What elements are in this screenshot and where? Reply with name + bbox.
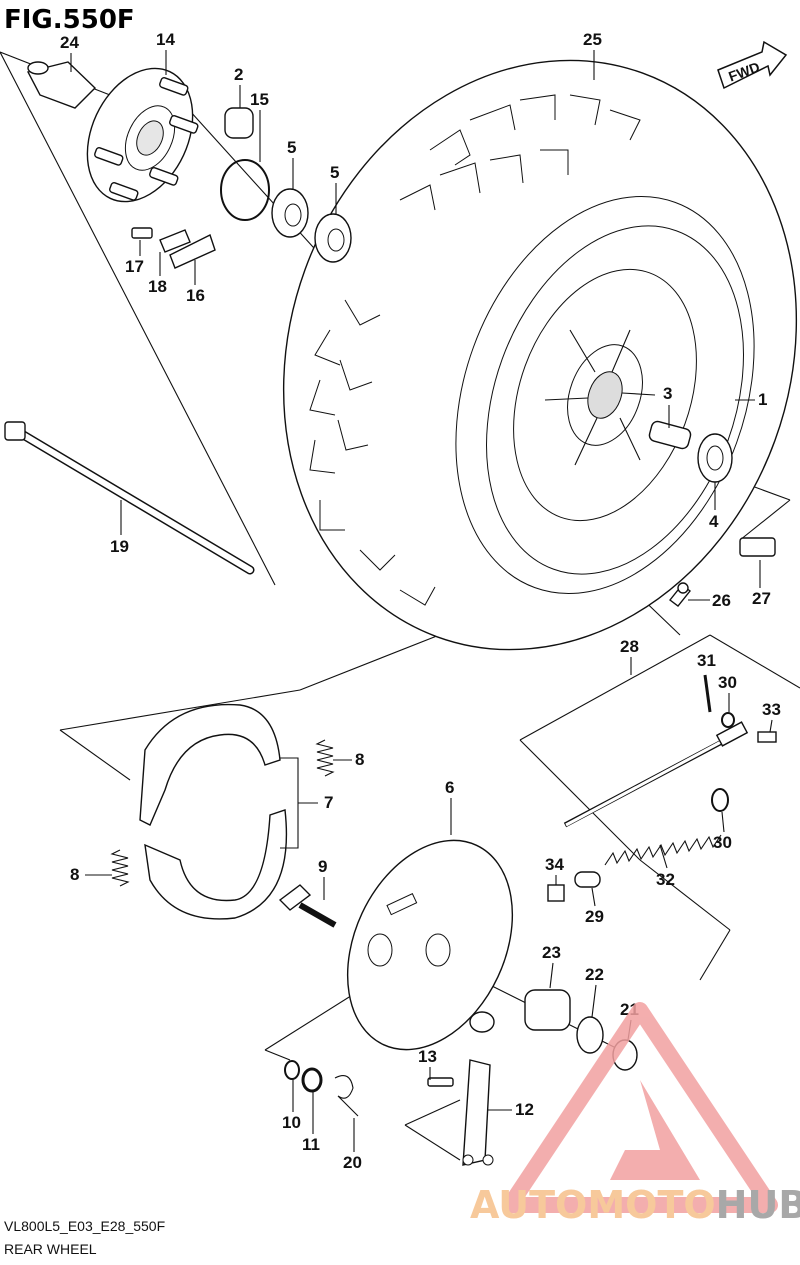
brake-shoe-upper bbox=[139, 703, 281, 826]
callout-33: 33 bbox=[762, 700, 781, 719]
figure-code: VL800L5_E03_E28_550F bbox=[4, 1218, 165, 1234]
callout-20: 20 bbox=[343, 1153, 362, 1172]
callout-29: 29 bbox=[585, 907, 604, 926]
bolt-13 bbox=[427, 1077, 454, 1087]
rear-bearing bbox=[697, 433, 733, 483]
callout-25: 25 bbox=[583, 30, 602, 49]
hub-sleeve bbox=[26, 61, 96, 109]
callout-10: 10 bbox=[282, 1113, 301, 1132]
washer-30-b bbox=[711, 788, 729, 812]
brake-camshaft bbox=[278, 884, 337, 928]
callout-23: 23 bbox=[542, 943, 561, 962]
brake-panel bbox=[346, 839, 514, 1051]
callout-5b: 5 bbox=[330, 163, 339, 182]
callout-26: 26 bbox=[712, 591, 731, 610]
brake-spring-32 bbox=[604, 834, 722, 866]
callout-24: 24 bbox=[60, 33, 79, 52]
shoe-spring-b bbox=[110, 849, 130, 887]
callout-32: 32 bbox=[656, 870, 675, 889]
callout-30a: 30 bbox=[718, 673, 737, 692]
callout-14: 14 bbox=[156, 30, 175, 49]
callout-16: 16 bbox=[186, 286, 205, 305]
plate-16 bbox=[169, 234, 216, 269]
hub-bearing-b bbox=[314, 213, 352, 263]
callout-9: 9 bbox=[318, 857, 327, 876]
o-ring bbox=[220, 159, 270, 221]
callout-8a: 8 bbox=[355, 750, 364, 769]
spring-20 bbox=[334, 1075, 359, 1117]
figure-title: FIG.550F bbox=[4, 5, 135, 35]
wheel-damper bbox=[224, 107, 254, 139]
watermark-brand: AUTOMOTOHUB bbox=[470, 1183, 800, 1227]
brake-rod bbox=[563, 721, 749, 828]
shoe-spring-a bbox=[315, 739, 335, 777]
joint-29 bbox=[574, 871, 601, 888]
callout-31: 31 bbox=[697, 651, 716, 670]
rear-tire bbox=[282, 59, 798, 651]
callout-3: 3 bbox=[663, 384, 672, 403]
pin-33 bbox=[757, 731, 777, 743]
callout-1: 1 bbox=[758, 390, 767, 409]
callout-34: 34 bbox=[545, 855, 564, 874]
nut-34 bbox=[547, 884, 565, 902]
washer-10 bbox=[284, 1060, 300, 1080]
callout-17: 17 bbox=[125, 257, 144, 276]
wheel-collar bbox=[648, 420, 692, 450]
callout-18: 18 bbox=[148, 277, 167, 296]
callout-22: 22 bbox=[585, 965, 604, 984]
callout-2: 2 bbox=[234, 65, 243, 84]
washer-11 bbox=[301, 1067, 323, 1093]
sprocket-hub bbox=[86, 67, 199, 203]
watermark-logo: AUTOMOTOHUB bbox=[470, 1002, 800, 1227]
figure-name: REAR WHEEL bbox=[4, 1241, 97, 1257]
tire-valve bbox=[669, 582, 691, 607]
brake-shoe-lower bbox=[144, 809, 288, 920]
spacer-23 bbox=[524, 989, 571, 1031]
callout-5a: 5 bbox=[287, 138, 296, 157]
callout-15: 15 bbox=[250, 90, 269, 109]
hub-bearing-a bbox=[271, 188, 309, 238]
callout-28: 28 bbox=[620, 637, 639, 656]
callout-labels: 1 2 3 4 5 5 6 7 8 8 9 10 11 12 13 14 15 … bbox=[60, 30, 781, 1172]
cast-wheel-rim bbox=[513, 268, 697, 522]
fwd-label: FWD bbox=[726, 59, 761, 85]
callout-19: 19 bbox=[110, 537, 129, 556]
callout-4: 4 bbox=[709, 512, 719, 531]
callout-30b: 30 bbox=[713, 833, 732, 852]
callout-11: 11 bbox=[302, 1135, 320, 1154]
pin-31 bbox=[703, 674, 712, 713]
balancer-weight bbox=[739, 537, 776, 557]
callout-7: 7 bbox=[324, 793, 333, 812]
bolt-17 bbox=[131, 227, 153, 239]
callout-13: 13 bbox=[418, 1047, 437, 1066]
lock-washer-18 bbox=[159, 229, 191, 253]
callout-12: 12 bbox=[515, 1100, 534, 1119]
rear-axle bbox=[4, 421, 255, 575]
washer-30-a bbox=[721, 712, 735, 728]
cam-lever-12 bbox=[462, 1059, 494, 1166]
callout-6: 6 bbox=[445, 778, 454, 797]
callout-8b: 8 bbox=[70, 865, 79, 884]
seal-22 bbox=[576, 1016, 604, 1054]
fwd-arrow-badge: FWD bbox=[717, 40, 788, 90]
callout-27: 27 bbox=[752, 589, 771, 608]
